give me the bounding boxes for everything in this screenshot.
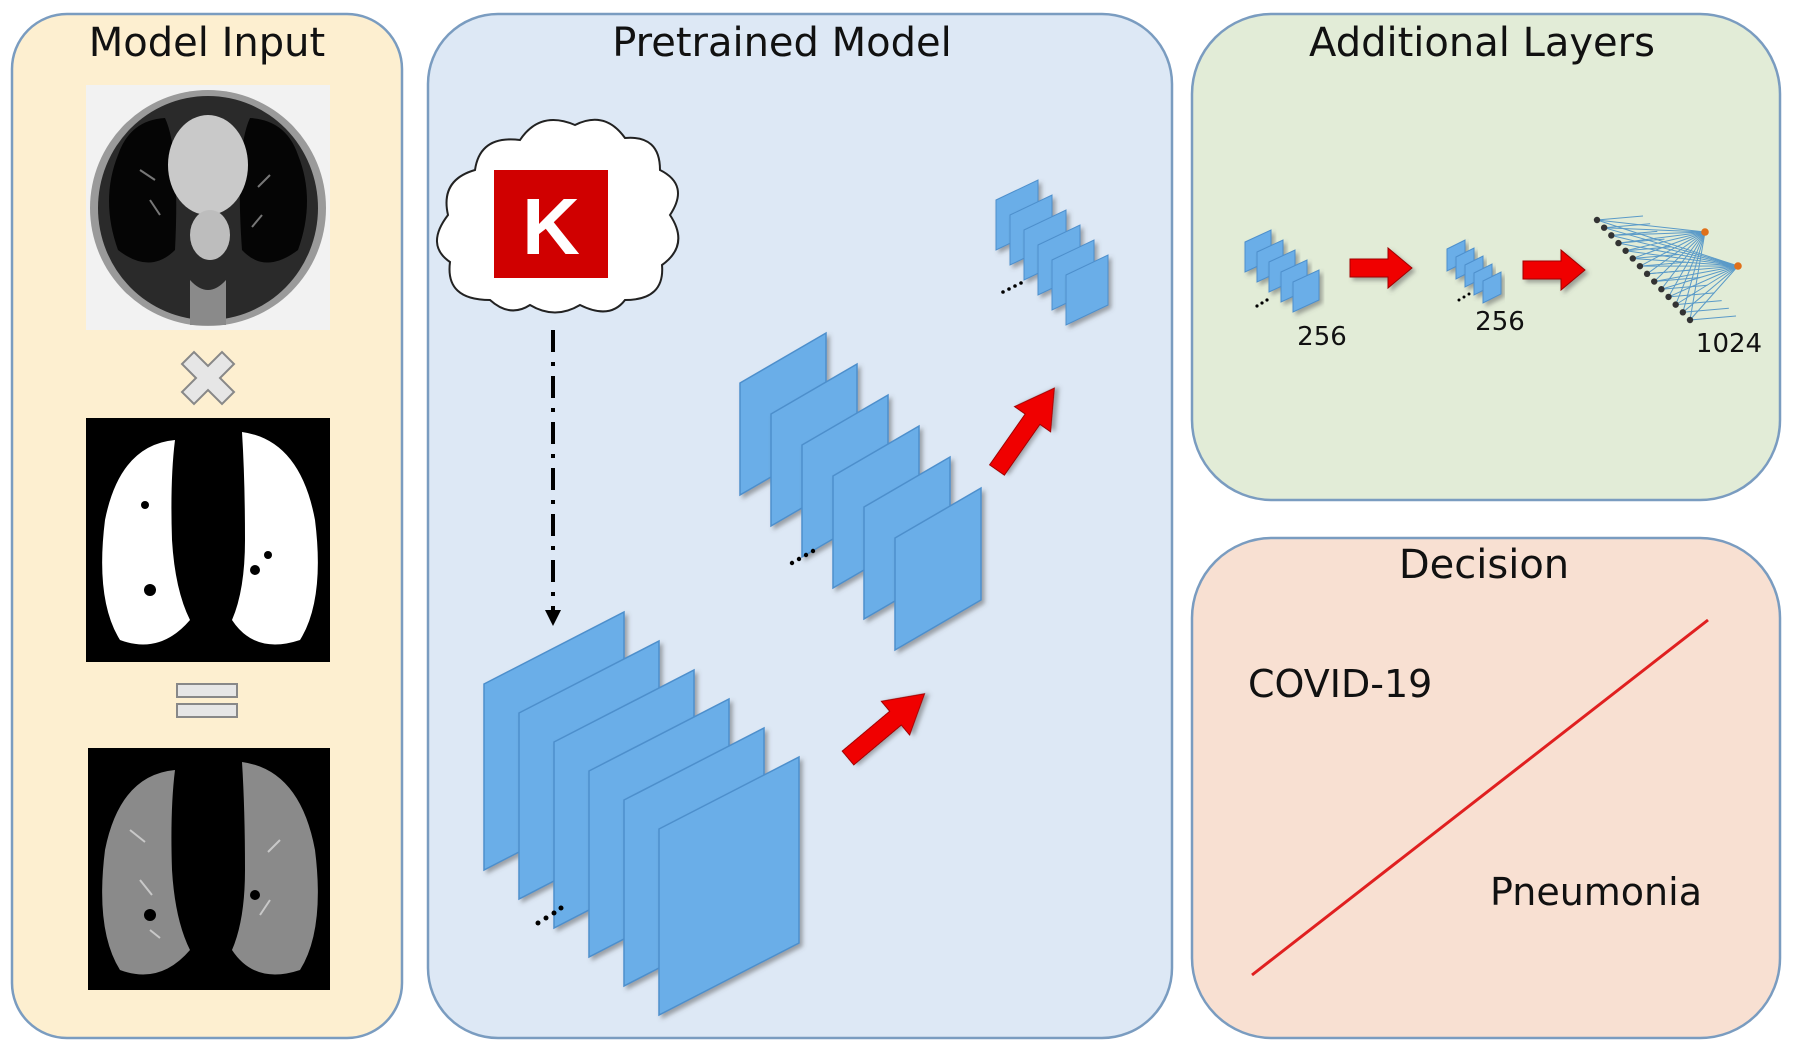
additional-label-2: 256 (1475, 307, 1525, 337)
additional-map-b-5 (1482, 271, 1502, 304)
segmented-lung-image (88, 748, 330, 990)
feature-map-stack-large (483, 610, 800, 1017)
dense-output-node (1701, 228, 1709, 236)
keras-logo-letter: K (522, 182, 580, 271)
dense-node (1658, 286, 1665, 293)
dense-node (1651, 278, 1658, 285)
pretrained-model-panel: Pretrained Model K (426, 12, 1174, 1040)
dense-connection (1611, 231, 1706, 236)
dense-connection (1611, 230, 1658, 236)
dense-connection (1682, 231, 1706, 313)
dense-connection (1675, 231, 1706, 305)
dense-node (1636, 262, 1644, 270)
dense-connection (1682, 265, 1739, 313)
dense-connection (1653, 231, 1706, 282)
pneumonia-label: Pneumonia (1490, 870, 1702, 914)
keras-logo-icon (494, 170, 608, 278)
additional-layers-title: Additional Layers (1309, 20, 1655, 66)
dense-connection (1689, 315, 1737, 321)
decision-panel-bg (1190, 536, 1782, 1040)
covid-19-label: COVID-19 (1248, 662, 1432, 706)
ct-scan-image (86, 85, 330, 330)
dense-node (1608, 232, 1615, 239)
additional-label-3: 1024 (1696, 329, 1762, 359)
dense-connection (1611, 234, 1739, 267)
dense-connection (1647, 269, 1694, 275)
dense-connection (1639, 261, 1686, 267)
dense-connection (1689, 231, 1706, 321)
feature-map-medium-6 (894, 486, 982, 652)
dense-connection (1654, 277, 1701, 283)
stack-large-ellipsis (535, 905, 564, 926)
additional-stack-2 (1446, 239, 1502, 304)
dense-connection (1604, 227, 1706, 233)
dense-connection (1618, 231, 1706, 244)
feature-map-large-6 (658, 755, 800, 1017)
feature-map-stack-medium (739, 331, 982, 652)
additional-stack-2-ellipsis (1457, 292, 1471, 302)
dense-connection (1604, 223, 1651, 229)
dense-connection (1682, 307, 1729, 313)
decision-panel: Decision COVID-19 Pneumonia (1190, 536, 1782, 1040)
dense-output-node (1734, 262, 1742, 270)
arrow-medium-to-small (988, 387, 1055, 476)
dense-node (1686, 316, 1694, 324)
additional-stack-1 (1244, 229, 1320, 313)
dense-node (1593, 216, 1601, 224)
additional-arrow-2 (1522, 248, 1586, 292)
lung-mask-image (86, 418, 330, 662)
additional-map-a-5 (1292, 269, 1320, 313)
pretrained-model-title: Pretrained Model (612, 20, 952, 66)
dense-connection (1660, 231, 1706, 290)
dense-connection (1625, 250, 1739, 267)
equals-icon (176, 683, 238, 718)
dense-layer-network-icon (1593, 215, 1742, 324)
additional-label-1: 256 (1297, 322, 1347, 352)
dense-connection (1668, 265, 1739, 298)
multiply-icon (180, 350, 236, 406)
dense-connection (1675, 300, 1722, 306)
dense-node (1679, 309, 1687, 316)
dense-connection (1632, 231, 1706, 259)
model-input-panel: Model Input (10, 12, 404, 1040)
dense-connection (1596, 219, 1739, 267)
dense-node (1622, 247, 1629, 254)
dense-connection (1668, 292, 1715, 298)
arrow-large-to-medium (841, 693, 926, 766)
decision-boundary-line (1251, 618, 1709, 977)
decision-title: Decision (1399, 542, 1569, 588)
additional-stack-1-ellipsis (1255, 298, 1269, 308)
stack-medium-ellipsis (789, 548, 816, 566)
dense-connection (1646, 231, 1706, 275)
keras-to-model-arrow (545, 330, 561, 626)
dense-connection (1661, 284, 1708, 290)
additional-arrow-1 (1349, 246, 1413, 290)
dense-connection (1618, 238, 1665, 244)
dense-node (1643, 270, 1651, 278)
keras-cloud-icon: K (436, 118, 680, 314)
dense-node (1615, 239, 1622, 247)
dense-connection (1668, 231, 1706, 298)
additional-layers-panel: Additional Layers 256 256 1024 (1190, 12, 1782, 502)
dense-node (1672, 301, 1679, 308)
dense-node (1629, 255, 1636, 262)
dense-connection (1639, 231, 1706, 267)
dense-connection (1654, 265, 1739, 283)
dense-connection (1632, 253, 1679, 259)
additional-layers-panel-bg (1190, 12, 1782, 502)
dense-node (1600, 224, 1608, 231)
feature-map-small-6 (1065, 254, 1109, 326)
stack-small-ellipsis (1001, 281, 1023, 294)
model-input-title: Model Input (89, 20, 325, 66)
dense-connection (1596, 219, 1706, 233)
dense-connection (1625, 231, 1706, 252)
dense-connection (1625, 246, 1672, 252)
dense-node (1665, 293, 1672, 301)
feature-map-stack-small (995, 179, 1109, 326)
dense-connection (1596, 215, 1644, 221)
